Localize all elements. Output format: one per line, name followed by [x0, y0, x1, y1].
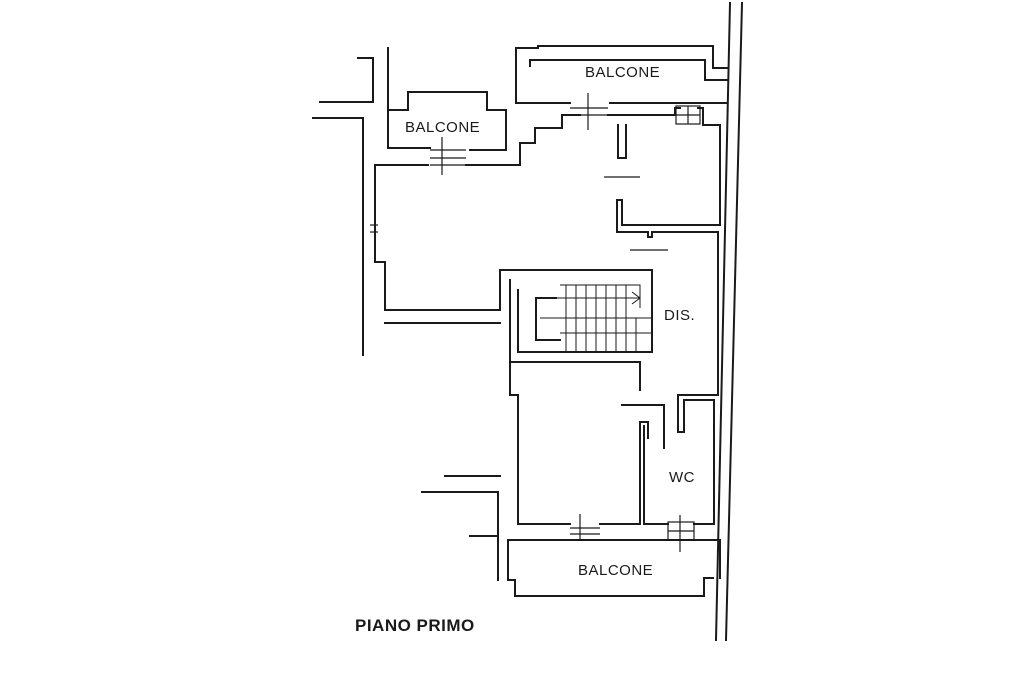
- upper-living-area: [374, 107, 721, 396]
- room-label-wc: WC: [669, 469, 695, 486]
- stair-core: [509, 279, 653, 391]
- room-label-disimpegno: DIS.: [664, 307, 696, 324]
- openings: [370, 93, 701, 552]
- floor-title: PIANO PRIMO: [355, 616, 475, 635]
- room-label-balcone-top-right: BALCONE: [585, 64, 661, 81]
- balcony-top-right: [515, 45, 728, 104]
- lower-rooms: [509, 361, 719, 525]
- balcony-top-left: [387, 47, 507, 151]
- room-label-balcone-top-left: BALCONE: [405, 119, 481, 136]
- left-neighbour-walls: [312, 57, 501, 581]
- balcony-bottom: [507, 539, 721, 597]
- right-boundary-wall: [714, 1, 744, 642]
- room-label-balcone-bottom: BALCONE: [578, 562, 654, 579]
